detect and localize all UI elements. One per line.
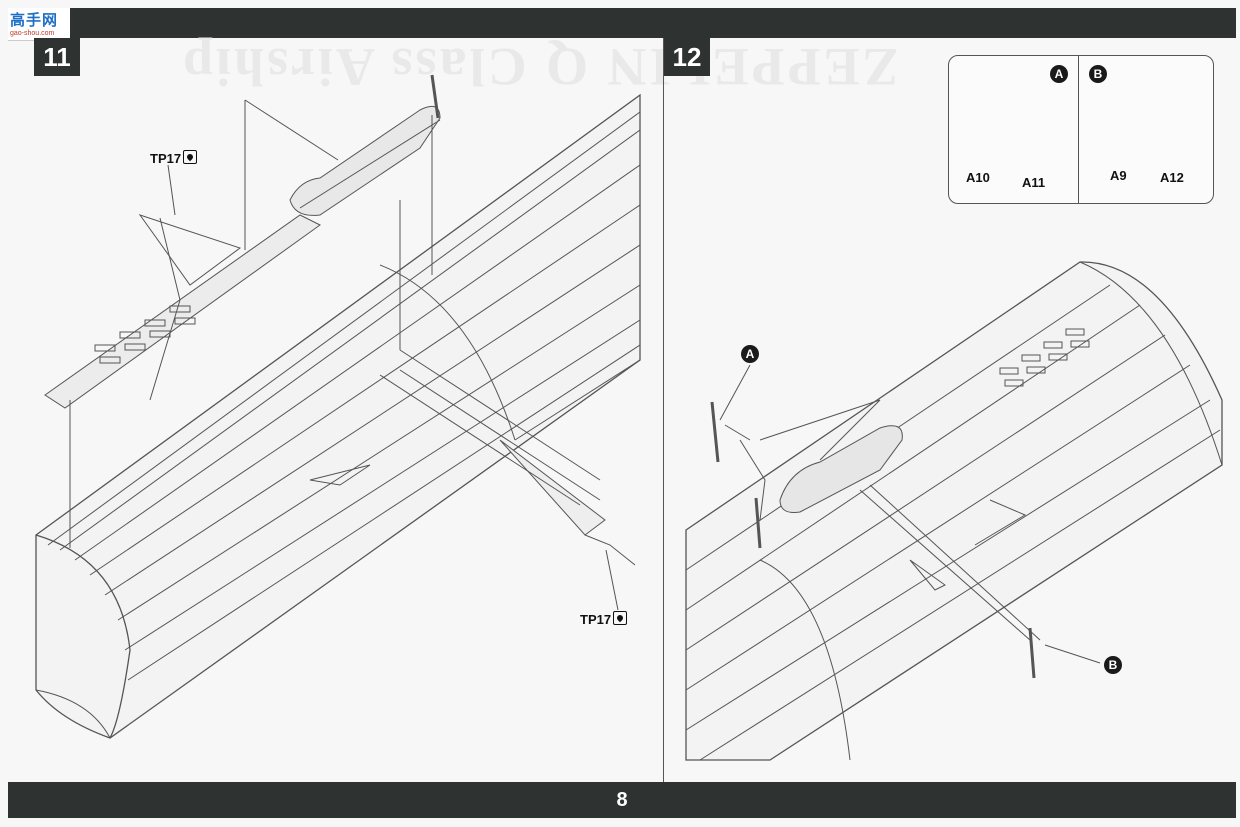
inset-panel	[948, 55, 1214, 204]
inset-marker-a: A	[1050, 65, 1068, 83]
double-sided-tape-icon	[613, 611, 628, 625]
step-11-hull	[35, 74, 641, 739]
part-label-a11: A11	[1022, 175, 1046, 190]
watermark-brand: 高手网	[10, 11, 59, 29]
step-11-badge: 11	[34, 38, 80, 76]
tp17-callout-top: TP17	[150, 150, 198, 166]
double-sided-tape-icon	[183, 150, 198, 164]
top-band	[70, 8, 1236, 38]
site-watermark-logo: 高手网 gao-shou.com	[8, 8, 70, 41]
watermark-url: gao-shou.com	[10, 30, 55, 37]
page-number: 8	[616, 788, 628, 811]
part-label-a9: A9	[1110, 168, 1127, 183]
marker-b: B	[1104, 656, 1122, 674]
page-divider	[663, 38, 664, 782]
inset-divider	[1078, 56, 1079, 203]
tp17-label-top: TP17	[150, 151, 182, 166]
inset-marker-b: B	[1089, 65, 1107, 83]
bottom-band: 8	[8, 782, 1236, 818]
part-label-a10: A10	[966, 170, 990, 185]
step-12-badge: 12	[664, 38, 710, 76]
step-12-hull	[685, 261, 1223, 761]
part-label-a12: A12	[1160, 170, 1184, 185]
tp17-label-bottom: TP17	[580, 612, 612, 627]
marker-a: A	[741, 345, 759, 363]
tp17-callout-bottom: TP17	[580, 611, 628, 627]
